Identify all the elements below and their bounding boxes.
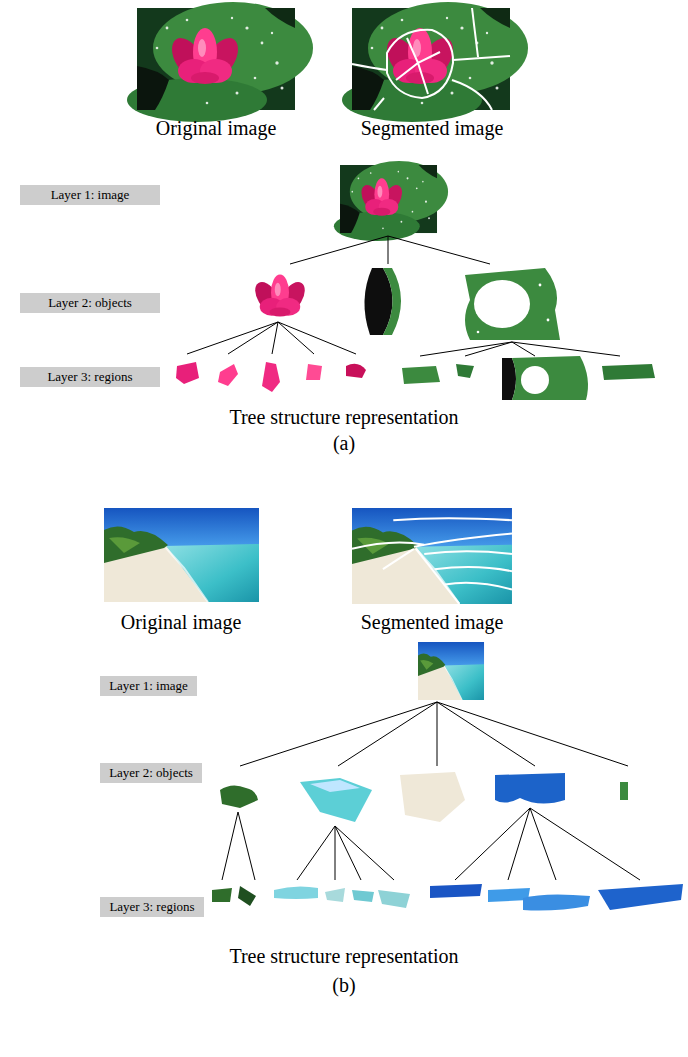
region-thumbnails <box>212 884 683 911</box>
tree-root-thumbnail <box>418 642 484 700</box>
region-thumbnails <box>176 356 655 400</box>
beach-original-photo <box>104 508 259 602</box>
layer-label-text: Layer 1: image <box>51 187 130 203</box>
layer-label-box: Layer 1: image <box>20 185 160 205</box>
beach-segmented-photo <box>352 508 512 604</box>
layer-label-box: Layer 1: image <box>100 676 197 696</box>
caption-text: Original image <box>121 611 242 634</box>
lotus-segmented-photo <box>342 2 528 122</box>
layer-label-text: Layer 3: regions <box>47 369 132 385</box>
layer-label-box: Layer 3: regions <box>100 897 204 917</box>
layer-label-text: Layer 2: objects <box>109 765 193 781</box>
tree-branches <box>222 702 640 880</box>
object-thumbnails <box>250 268 560 340</box>
caption-text: Tree structure representation <box>229 945 458 968</box>
layer-label-text: Layer 3: regions <box>109 899 194 915</box>
caption-text: Segmented image <box>361 117 504 140</box>
tree-root-thumbnail <box>334 161 448 241</box>
caption-text: Tree structure representation <box>229 406 458 429</box>
tree-branches <box>187 236 620 356</box>
layer-label-box: Layer 2: objects <box>100 763 202 783</box>
panel-letter: (b) <box>332 974 355 997</box>
caption-text: Segmented image <box>361 611 504 634</box>
object-thumbnails <box>220 772 628 822</box>
layer-label-text: Layer 2: objects <box>48 295 132 311</box>
lotus-original-photo <box>127 2 313 122</box>
layer-label-text: Layer 1: image <box>109 678 188 694</box>
caption-text: Original image <box>156 117 277 140</box>
layer-label-box: Layer 2: objects <box>20 293 160 313</box>
layer-label-box: Layer 3: regions <box>20 367 160 387</box>
panel-letter: (a) <box>333 432 355 455</box>
